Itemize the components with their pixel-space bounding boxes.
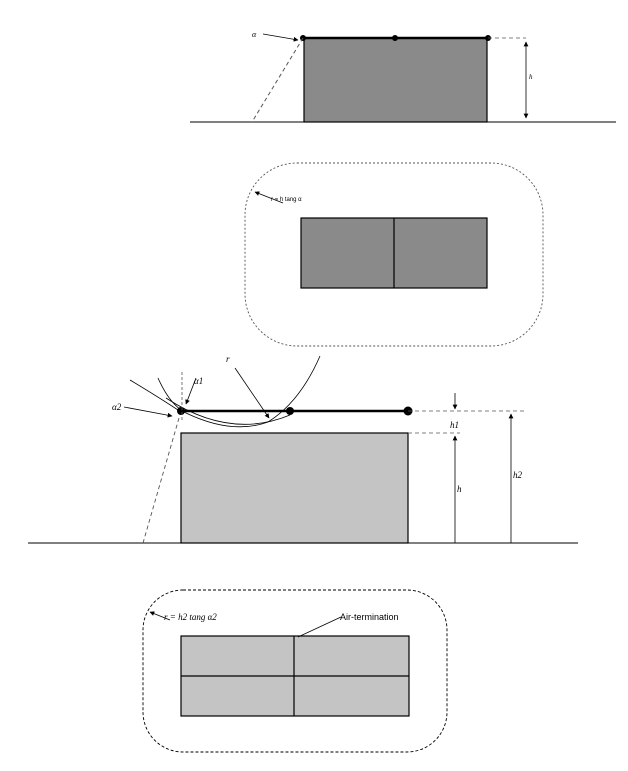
figure-2-plan-view: r = h tang α [244, 162, 544, 347]
alpha-label: α [252, 30, 257, 39]
termination-point-mid [392, 35, 398, 41]
protection-zone-outline [244, 162, 544, 347]
radius-pointer [234, 367, 270, 419]
r-label: r [226, 354, 230, 364]
protection-angle-line [142, 417, 180, 544]
figure-3-side-view: r α1 α2 h1 h h2 [28, 354, 578, 544]
height-label: h [529, 73, 533, 81]
h1-label: h1 [450, 420, 459, 430]
protection-zone-outline [142, 589, 448, 753]
figure-1-side-view: α h [190, 30, 616, 123]
air-termination-label: Air-termination [340, 612, 399, 622]
building [180, 432, 409, 544]
alpha-pointer [262, 33, 299, 42]
radius-arrow [149, 611, 171, 621]
alpha1-label: α1 [194, 376, 203, 386]
radius-arrow [254, 191, 284, 204]
air-termination-pointer [297, 616, 342, 638]
alpha1-pointer [185, 377, 197, 405]
rolling-sphere-arc-left [129, 379, 182, 413]
alpha2-label: α2 [112, 402, 122, 412]
radius-label: r = h tang α [271, 197, 302, 203]
figure-4-plan-view: r = h2 tang α2 Air-termination [142, 589, 448, 753]
termination-point-mid [286, 407, 294, 415]
radius-label: r = h2 tang α2 [164, 612, 217, 622]
termination-point-left [177, 407, 185, 415]
protection-angle-line [251, 37, 304, 123]
building [303, 37, 488, 123]
h2-label: h2 [513, 470, 523, 480]
rolling-sphere-arc-inner [165, 397, 291, 425]
alpha2-pointer [123, 406, 173, 418]
h-label: h [457, 484, 462, 494]
rolling-sphere-arc-outer [157, 355, 321, 428]
